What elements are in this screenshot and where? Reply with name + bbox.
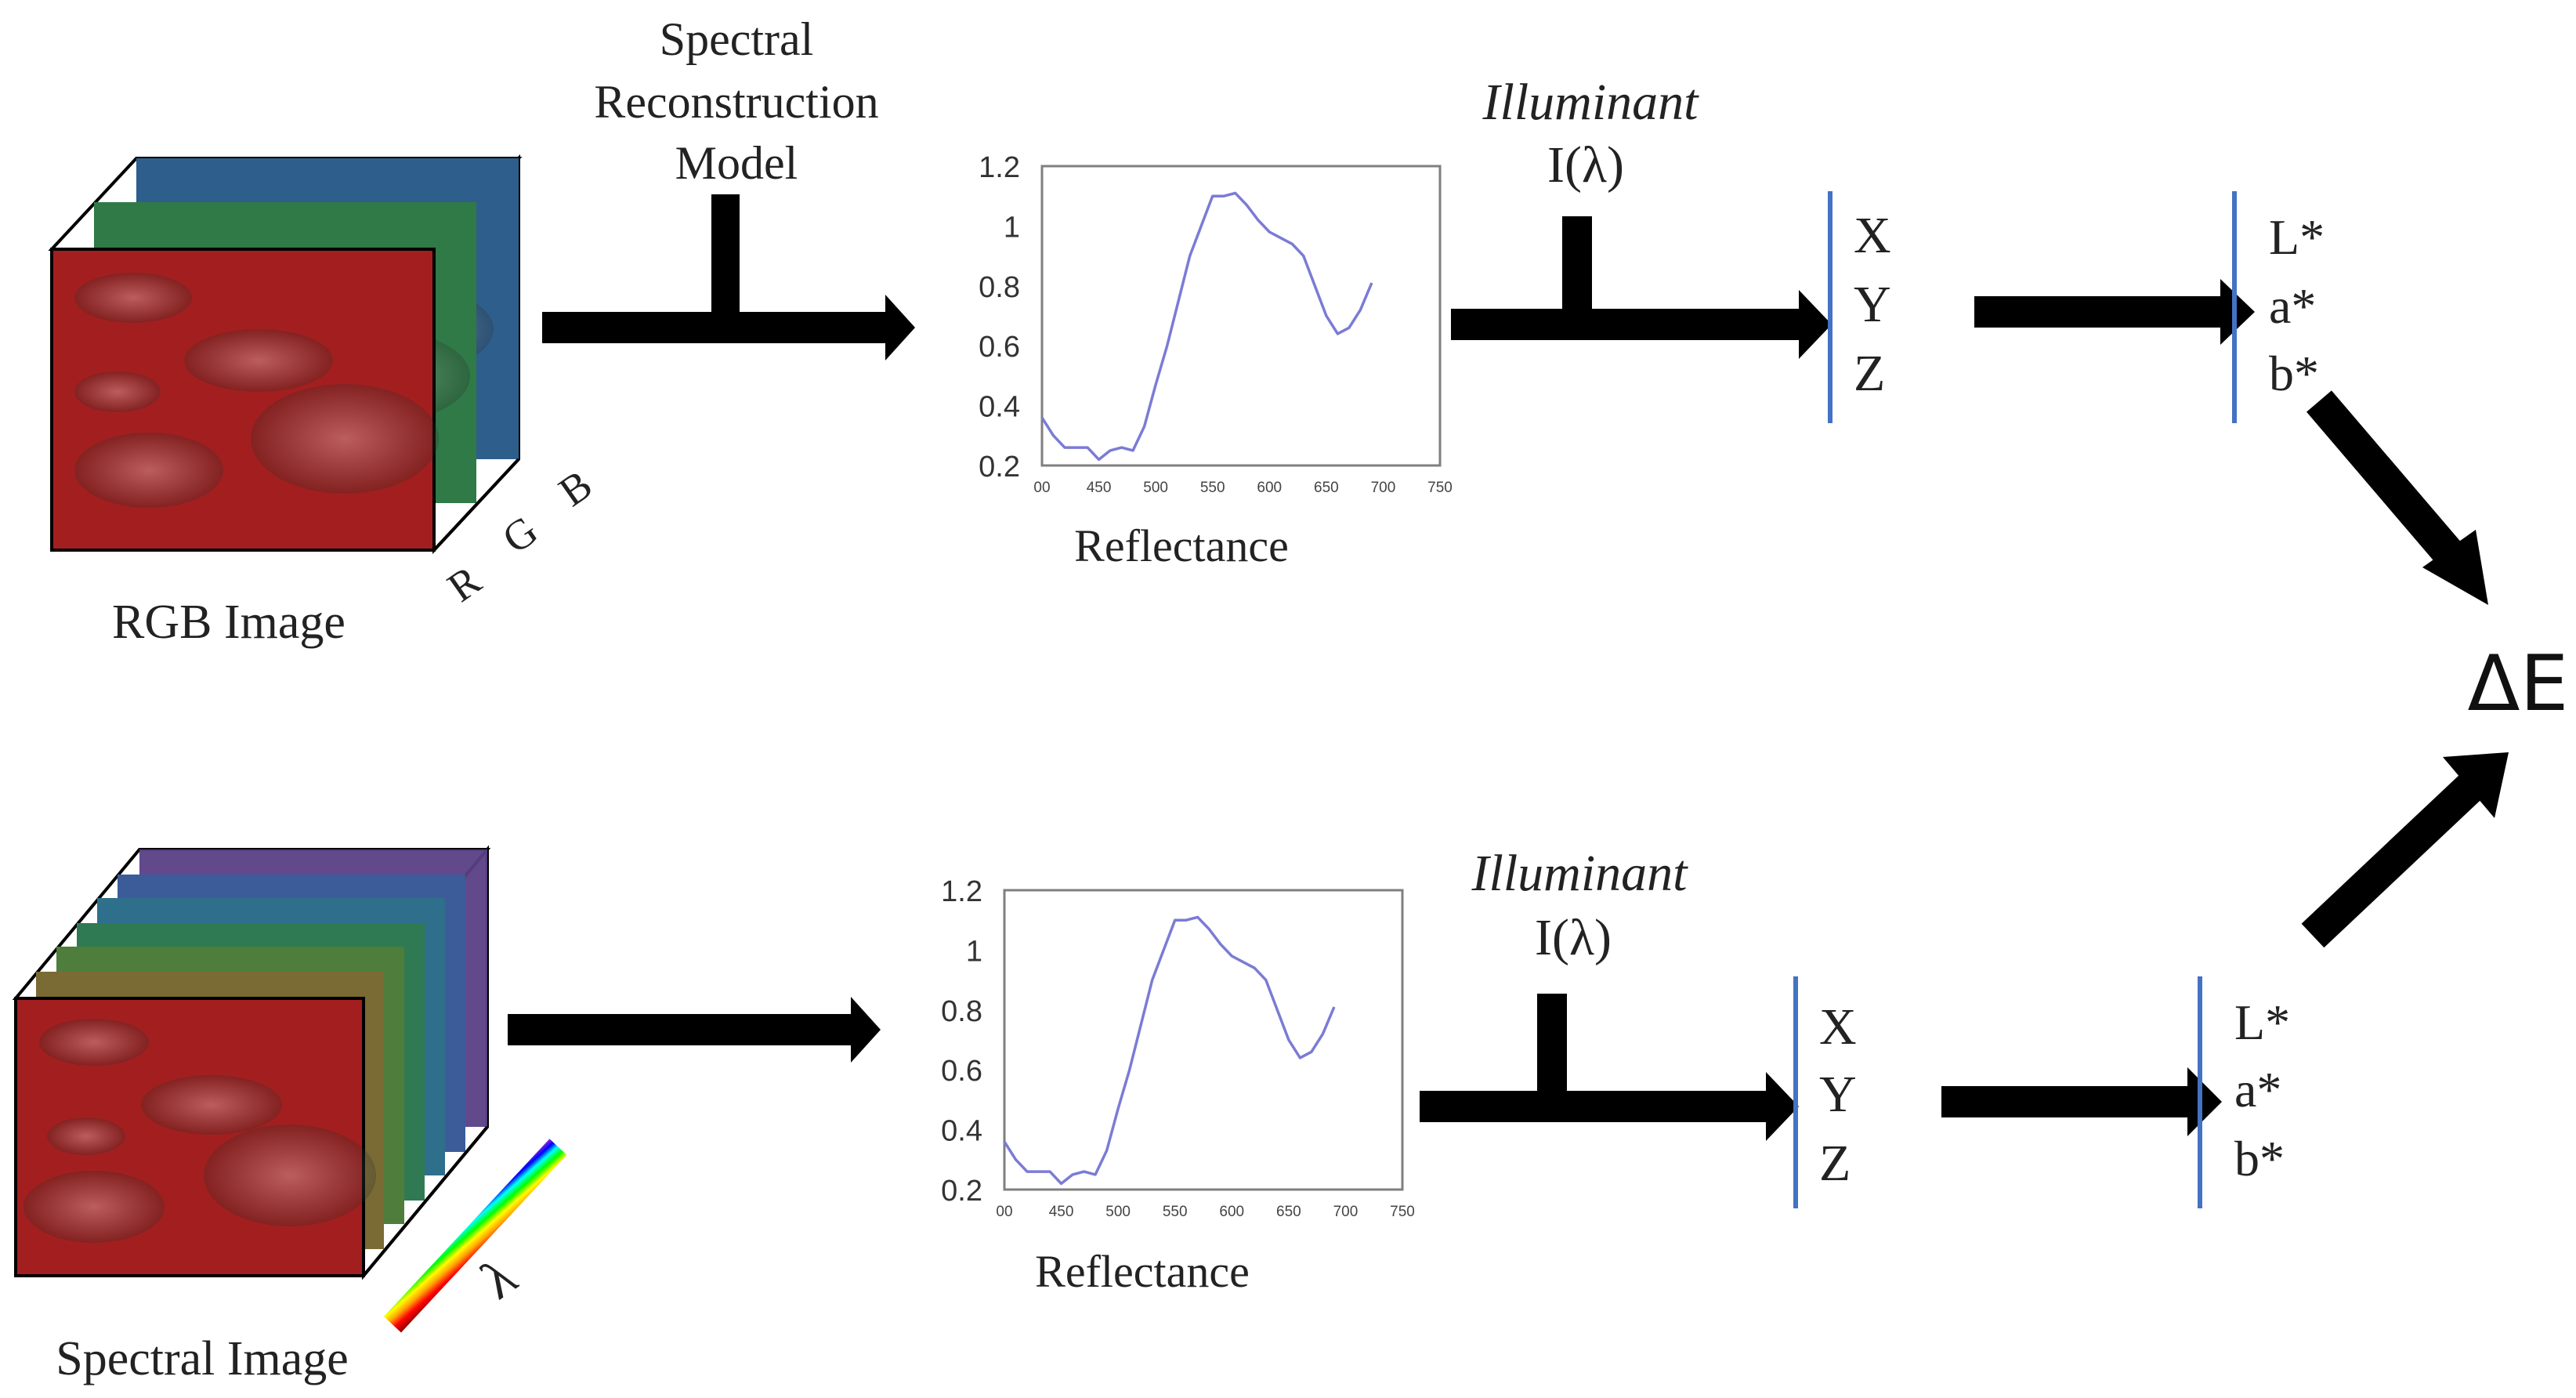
lab-b-bottom: b* xyxy=(2234,1131,2285,1186)
stack-edge xyxy=(362,1125,489,1277)
x-tick-label-top: 650 xyxy=(1314,480,1339,496)
red-channel-layer xyxy=(50,248,439,552)
x-tick-label-bottom: 650 xyxy=(1276,1204,1301,1220)
y-tick-label-top: 0.8 xyxy=(979,271,1020,304)
y-tick-label-bottom: 1 xyxy=(966,935,982,968)
spectral-layer-red xyxy=(14,997,376,1277)
arrow-xyz-to-lab-top xyxy=(1974,279,2255,345)
x-tick-label-bottom: 550 xyxy=(1163,1204,1188,1220)
plot-frame-top xyxy=(1040,165,1442,467)
xyz-x-bottom: X xyxy=(1819,998,1857,1056)
reflectance-caption-top: Reflectance xyxy=(1074,520,1289,571)
channel-label-b: B xyxy=(550,461,600,516)
arrow-xyz-to-lab-bottom xyxy=(1941,1067,2222,1136)
x-tick-label-bottom: 00 xyxy=(996,1204,1012,1220)
delta-e-label: ΔE xyxy=(2468,639,2569,729)
model-label-line-3: Model xyxy=(675,137,798,189)
y-tick-label-bottom: 0.4 xyxy=(941,1115,982,1148)
reflectance-curve-bottom xyxy=(1003,915,1336,1186)
model-label-line-2: Reconstruction xyxy=(594,76,878,128)
x-tick-label-top: 700 xyxy=(1371,480,1396,496)
reflectance-curve-top xyxy=(1040,191,1373,462)
channel-label-g: G xyxy=(494,506,545,563)
lab-a-bottom: a* xyxy=(2234,1062,2281,1117)
x-tick-label-bottom: 500 xyxy=(1105,1204,1131,1220)
channel-label-r: R xyxy=(439,556,489,611)
arrow-lab-bottom-to-delta-e xyxy=(2301,752,2509,948)
y-tick-label-bottom: 0.2 xyxy=(941,1175,982,1208)
xyz-y-bottom: Y xyxy=(1819,1066,1857,1123)
plot-frame-bottom xyxy=(1003,889,1404,1191)
x-tick-label-bottom: 750 xyxy=(1390,1204,1415,1220)
x-tick-label-bottom: 450 xyxy=(1049,1204,1074,1220)
x-tick-label-top: 450 xyxy=(1087,480,1112,496)
arrow-reflectance-to-xyz-bottom xyxy=(1420,1072,1799,1141)
model-label-line-1: Spectral xyxy=(660,13,814,65)
lab-l-top: L* xyxy=(2269,209,2325,265)
lambda-symbol: λ xyxy=(471,1247,527,1312)
lab-l-bottom: L* xyxy=(2234,994,2290,1050)
xyz-z-top: Z xyxy=(1854,345,1885,402)
x-tick-label-top: 750 xyxy=(1427,480,1453,496)
x-tick-label-top: 550 xyxy=(1200,480,1225,496)
reflectance-caption-bottom: Reflectance xyxy=(1035,1246,1250,1297)
illuminant-symbol-bottom: I(λ) xyxy=(1535,909,1612,966)
illuminant-title-bottom: Illuminant xyxy=(1471,845,1689,902)
model-t-stem xyxy=(711,194,740,318)
xyz-y-top: Y xyxy=(1854,276,1891,333)
xyz-x-top: X xyxy=(1854,207,1891,264)
spectral-image-caption: Spectral Image xyxy=(56,1332,349,1385)
lab-a-top: a* xyxy=(2269,278,2316,334)
illuminant-t-stem-bottom xyxy=(1537,994,1567,1106)
y-tick-label-top: 1.2 xyxy=(979,151,1020,184)
illuminant-symbol-top: I(λ) xyxy=(1547,136,1624,194)
cube-edge xyxy=(432,458,520,552)
y-tick-label-top: 1 xyxy=(1004,211,1020,244)
y-tick-label-top: 0.2 xyxy=(979,451,1020,484)
arrow-rgb-to-reflectance xyxy=(542,295,915,360)
spectral-image-stack xyxy=(12,845,491,1280)
y-tick-label-bottom: 0.6 xyxy=(941,1055,982,1088)
x-tick-label-bottom: 600 xyxy=(1219,1204,1244,1220)
reflectance-chart-top: 0.2 0.4 0.6 0.8 1 1.2 00 450 500 550 600 650 700 750 xyxy=(979,151,1453,496)
y-tick-label-top: 0.4 xyxy=(979,391,1020,424)
y-tick-label-top: 0.6 xyxy=(979,331,1020,364)
rgb-image-cube xyxy=(48,154,523,555)
y-tick-label-bottom: 1.2 xyxy=(941,875,982,908)
lab-b-top: b* xyxy=(2269,346,2319,401)
xyz-z-bottom: Z xyxy=(1819,1135,1851,1192)
wavelength-rainbow-bar xyxy=(384,1139,567,1333)
x-tick-label-bottom: 700 xyxy=(1333,1204,1359,1220)
arrow-reflectance-to-xyz-top xyxy=(1451,290,1832,359)
arrow-spectral-to-reflectance xyxy=(508,997,881,1063)
x-tick-label-top: 600 xyxy=(1257,480,1282,496)
reflectance-chart-bottom: 0.2 0.4 0.6 0.8 1 1.2 00 450 500 550 600 650 700 750 xyxy=(941,875,1415,1220)
y-tick-label-bottom: 0.8 xyxy=(941,995,982,1028)
x-tick-label-top: 00 xyxy=(1033,480,1050,496)
arrow-lab-top-to-delta-e xyxy=(2306,390,2488,605)
x-tick-label-top: 500 xyxy=(1143,480,1168,496)
rgb-image-caption: RGB Image xyxy=(112,596,346,649)
illuminant-title-top: Illuminant xyxy=(1482,74,1700,131)
